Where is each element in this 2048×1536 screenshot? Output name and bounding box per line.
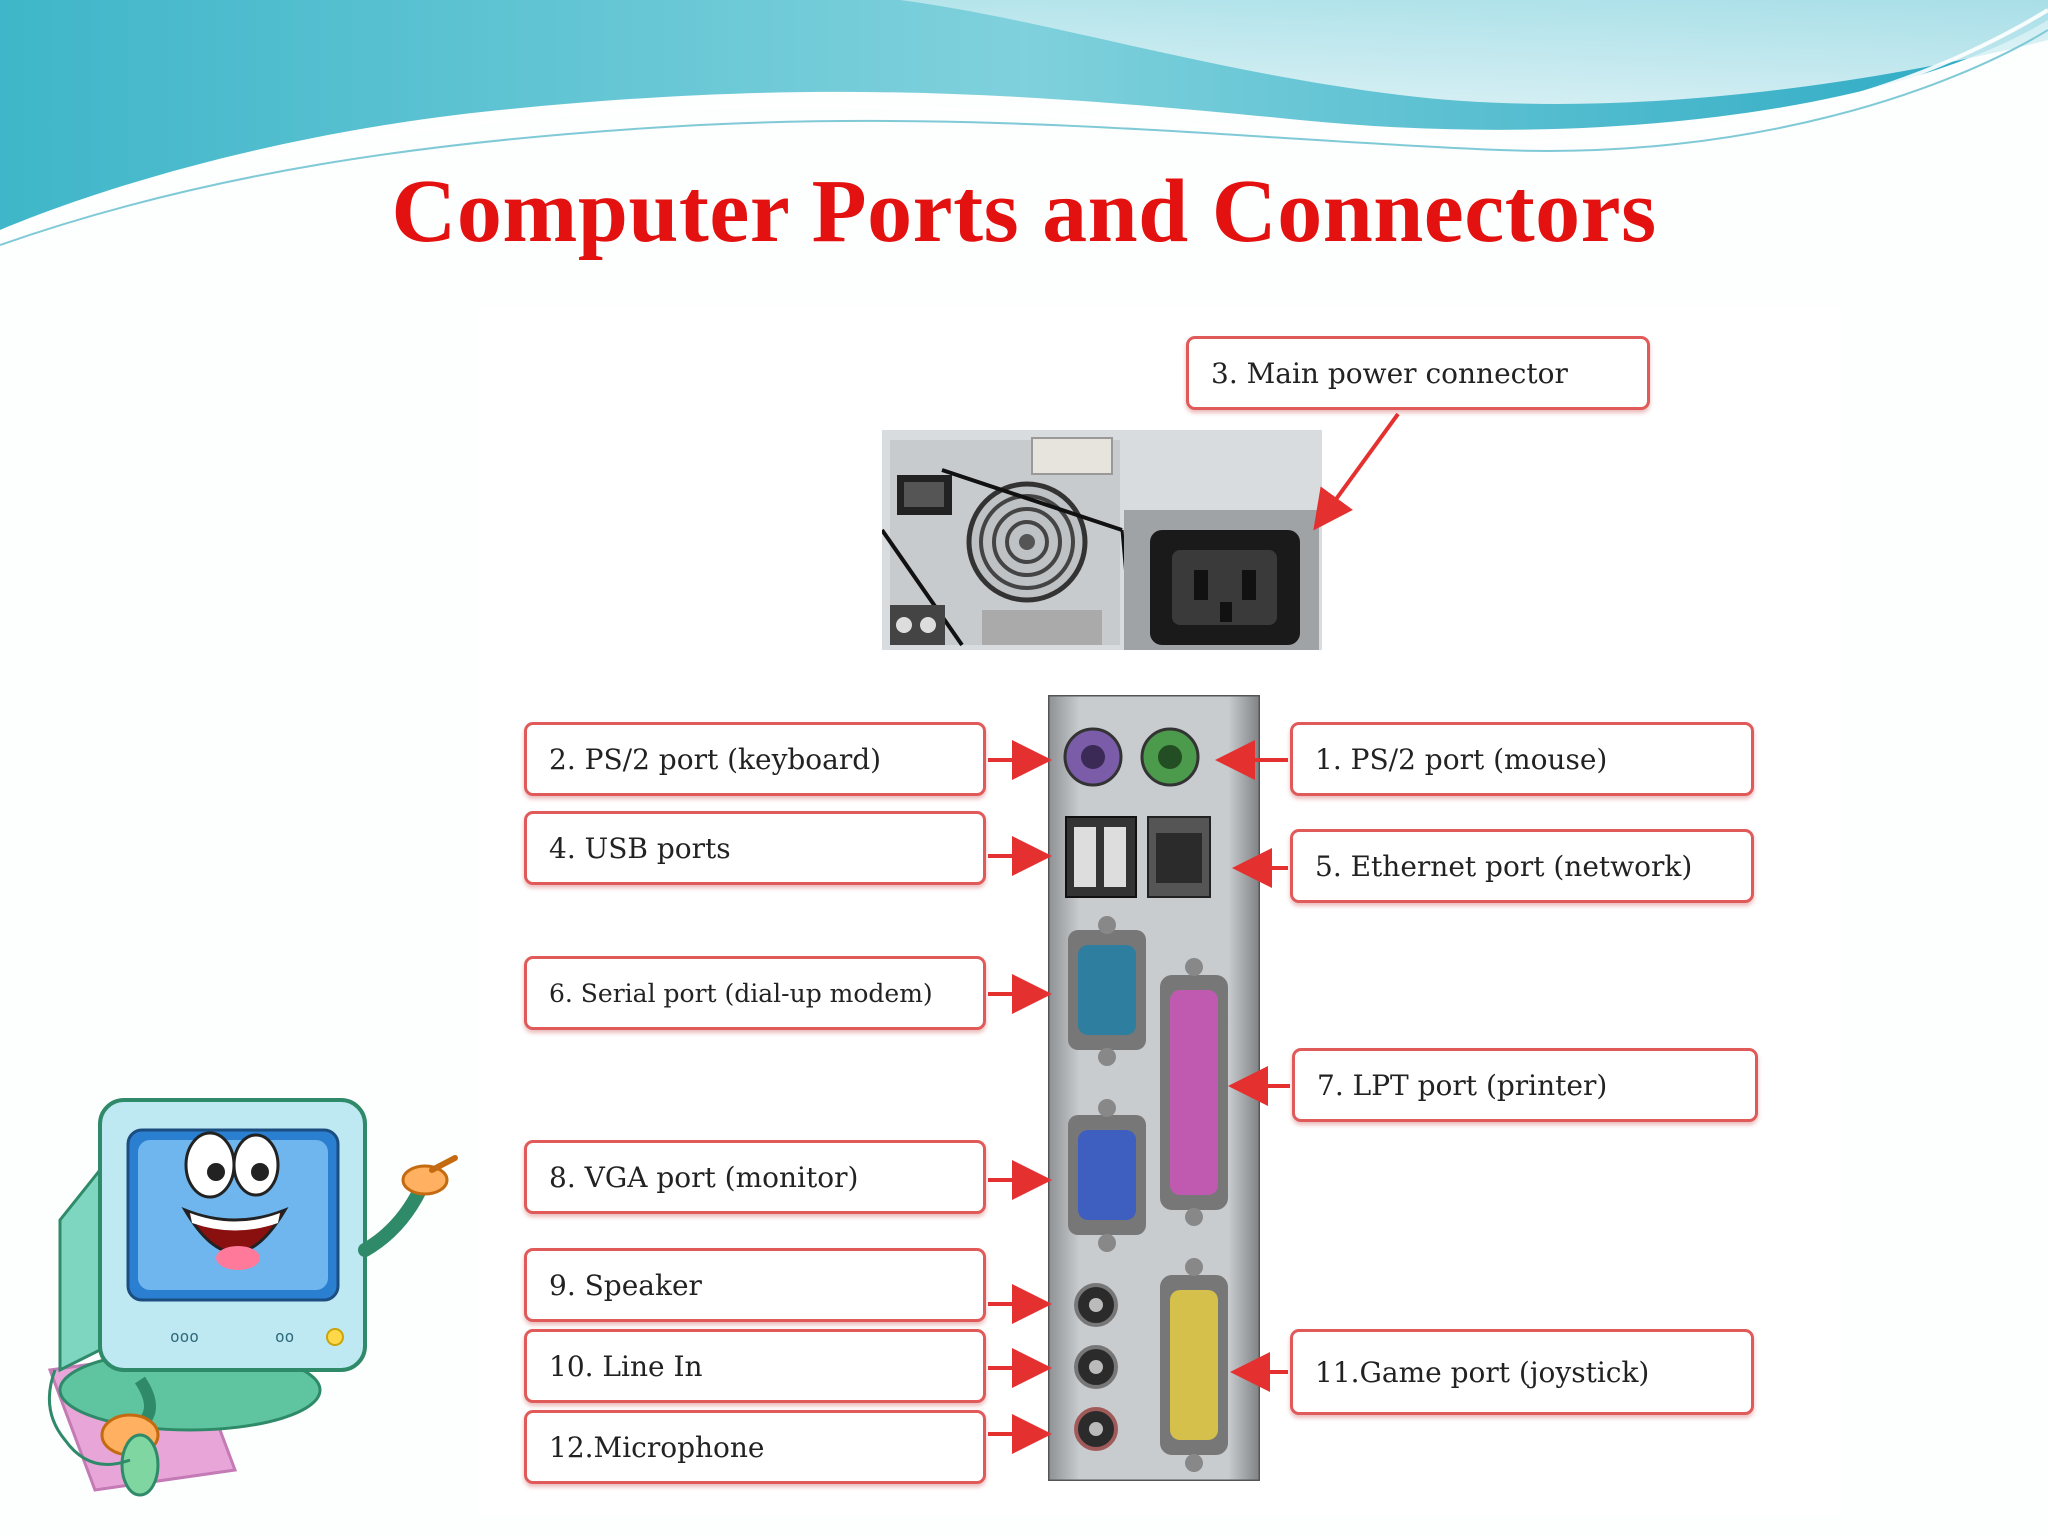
label-microphone: 12.Microphone xyxy=(524,1410,986,1484)
ports-diagram: 3. Main power connector 2. PS/2 port (ke… xyxy=(478,306,1842,1516)
monitor-mascot-icon: ooo oo xyxy=(47,1098,458,1497)
label-serial: 6. Serial port (dial-up modem) xyxy=(524,956,986,1030)
label-main-power: 3. Main power connector xyxy=(1186,336,1650,410)
arrows-layer xyxy=(988,412,1400,1454)
label-lpt: 7. LPT port (printer) xyxy=(1292,1048,1758,1122)
io-panel-photo xyxy=(1048,695,1260,1481)
page-title: Computer Ports and Connectors xyxy=(391,162,1657,261)
svg-text:ooo: ooo xyxy=(170,1327,199,1346)
label-game-port: 11.Game port (joystick) xyxy=(1290,1329,1754,1415)
power-supply-photo xyxy=(882,430,1322,650)
label-speaker: 9. Speaker xyxy=(524,1248,986,1322)
label-ethernet: 5. Ethernet port (network) xyxy=(1290,829,1754,903)
label-ps2-mouse: 1. PS/2 port (mouse) xyxy=(1290,722,1754,796)
header-wave xyxy=(0,0,2048,246)
arrow-main-power xyxy=(1313,412,1400,531)
label-line-in: 10. Line In xyxy=(524,1329,986,1403)
label-usb: 4. USB ports xyxy=(524,811,986,885)
mouse-icon xyxy=(120,1433,160,1497)
label-ps2-keyboard: 2. PS/2 port (keyboard) xyxy=(524,722,986,796)
svg-text:oo: oo xyxy=(275,1327,294,1346)
label-vga: 8. VGA port (monitor) xyxy=(524,1140,986,1214)
